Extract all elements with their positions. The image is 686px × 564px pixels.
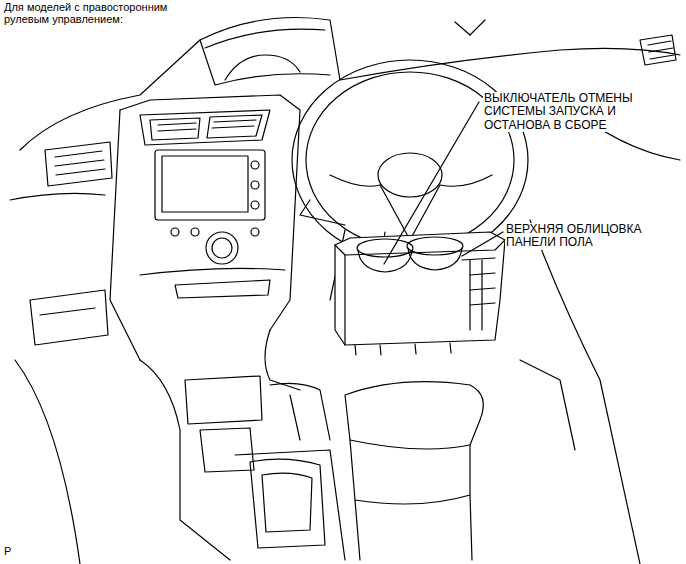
part-label: ВЫКЛЮЧАТЕЛЬ ОТМЕНЫ СИСТЕМЫ ЗАПУСКА И ОСТ… xyxy=(483,92,663,132)
page-mark: P xyxy=(3,545,25,557)
part-label: ВЕРХНЯЯ ОБЛИЦОВКА ПАНЕЛИ ПОЛА xyxy=(505,223,672,250)
note-text: Для моделей с правосторонним рулевым упр… xyxy=(3,1,183,26)
